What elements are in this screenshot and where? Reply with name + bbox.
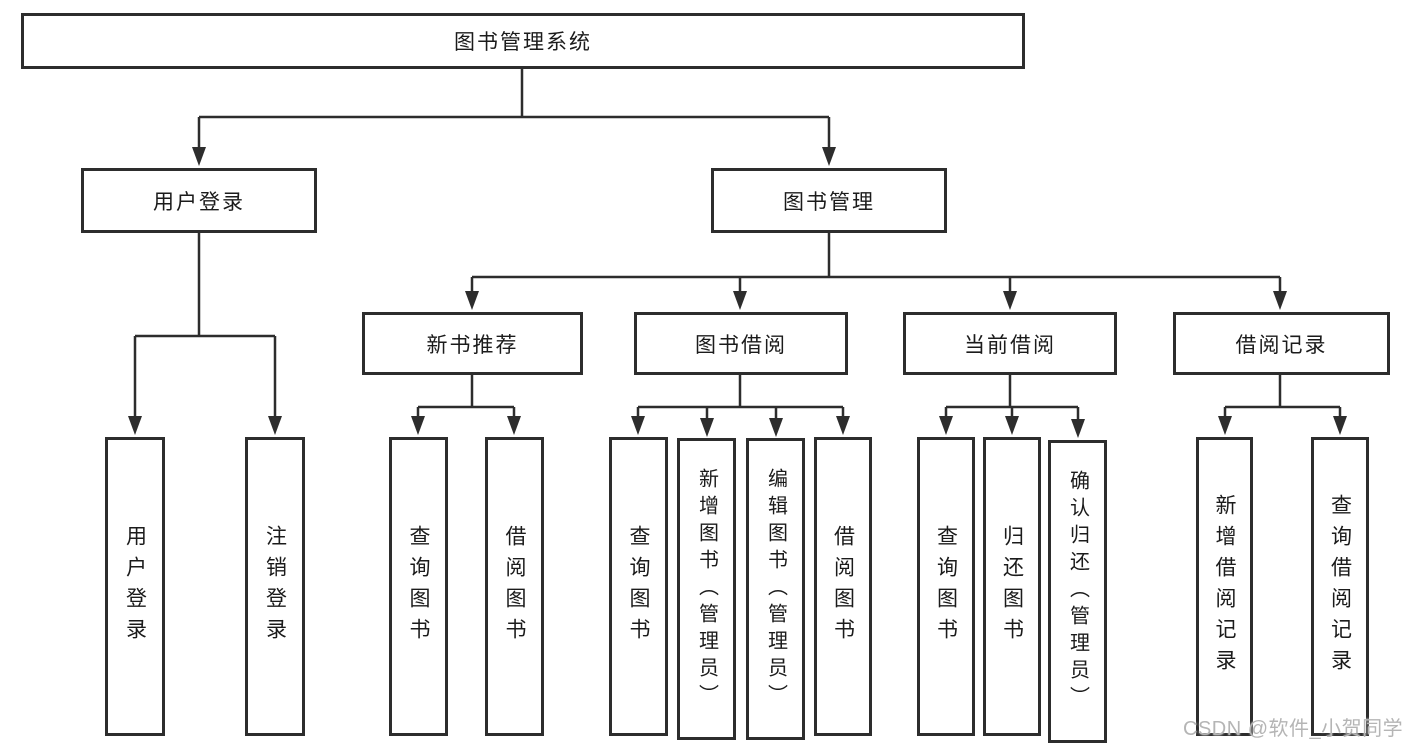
leaf-label: 编辑图书（管理员） <box>764 467 787 711</box>
leaf-label: 确认归还（管理员） <box>1066 470 1089 713</box>
leaf-label: 查询图书 <box>627 524 650 649</box>
leaf-logout: 注销登录 <box>245 437 305 736</box>
arrowhead-down-icon <box>631 416 645 435</box>
leaf-label: 借阅图书 <box>503 524 526 649</box>
connector-root <box>199 68 829 119</box>
leaf-label: 注销登录 <box>263 524 287 649</box>
node-user-login: 用户登录 <box>81 168 317 233</box>
leaf-label: 借阅图书 <box>831 524 855 649</box>
leaf-records-query-borrow-record: 查询借阅记录 <box>1311 437 1369 736</box>
arrowhead-down-icon <box>1005 416 1019 435</box>
leaf-label: 用户登录 <box>123 524 147 649</box>
arrowhead-down-icon <box>1071 419 1085 438</box>
arrowhead-down-icon <box>268 416 282 435</box>
leaf-newbook-borrow-books: 借阅图书 <box>485 437 544 736</box>
node-book-management: 图书管理 <box>711 168 947 233</box>
leaf-current-return-books: 归还图书 <box>983 437 1041 736</box>
leaf-newbook-query-books: 查询图书 <box>389 437 448 736</box>
arrowhead-down-icon <box>465 291 479 310</box>
arrowhead-down-icon <box>700 418 714 437</box>
arrowhead-down-icon <box>1003 291 1017 310</box>
leaf-label: 新增图书（管理员） <box>695 467 718 711</box>
leaf-borrowing-borrow-books: 借阅图书 <box>814 437 872 736</box>
node-new-book-recommendation: 新书推荐 <box>362 312 583 375</box>
arrowhead-down-icon <box>822 147 836 166</box>
node-book-borrowing: 图书借阅 <box>634 312 848 375</box>
arrowhead-down-icon <box>836 416 850 435</box>
connector-current-borrow <box>946 375 1078 409</box>
leaf-user-login: 用户登录 <box>105 437 165 736</box>
leaf-label: 查询借阅记录 <box>1328 493 1352 680</box>
leaf-current-confirm-return-admin: 确认归还（管理员） <box>1048 440 1107 743</box>
leaf-current-query-books: 查询图书 <box>917 437 975 736</box>
arrowhead-down-icon <box>769 418 783 437</box>
connector-user-login <box>135 233 275 338</box>
arrowhead-down-icon <box>192 147 206 166</box>
csdn-watermark: CSDN @软件_小贺同学 <box>1183 718 1404 740</box>
connector-book-borrow <box>638 375 843 409</box>
arrowhead-down-icon <box>1218 416 1232 435</box>
arrowhead-down-icon <box>1333 416 1347 435</box>
arrowhead-down-icon <box>128 416 142 435</box>
node-current-borrowing: 当前借阅 <box>903 312 1117 375</box>
arrowheads <box>128 117 1347 438</box>
leaf-borrowing-edit-books-admin: 编辑图书（管理员） <box>746 438 805 740</box>
leaf-label: 查询图书 <box>934 524 958 649</box>
arrowhead-down-icon <box>939 416 953 435</box>
leaf-label: 查询图书 <box>407 524 430 649</box>
arrowhead-down-icon <box>411 416 425 435</box>
arrowhead-down-icon <box>1273 291 1287 310</box>
connector-book-mgmt <box>472 233 1280 279</box>
leaf-borrowing-add-books-admin: 新增图书（管理员） <box>677 438 736 740</box>
arrowhead-down-icon <box>507 416 521 435</box>
connector-new-book <box>418 375 514 409</box>
arrowhead-down-icon <box>733 291 747 310</box>
leaf-label: 归还图书 <box>1000 524 1024 649</box>
connector-borrow-records <box>1225 375 1340 409</box>
node-borrowing-records: 借阅记录 <box>1173 312 1390 375</box>
leaf-label: 新增借阅记录 <box>1213 493 1236 680</box>
leaf-records-add-borrow-record: 新增借阅记录 <box>1196 437 1253 736</box>
leaf-borrowing-query-books: 查询图书 <box>609 437 668 736</box>
node-library-management-system: 图书管理系统 <box>21 13 1025 69</box>
